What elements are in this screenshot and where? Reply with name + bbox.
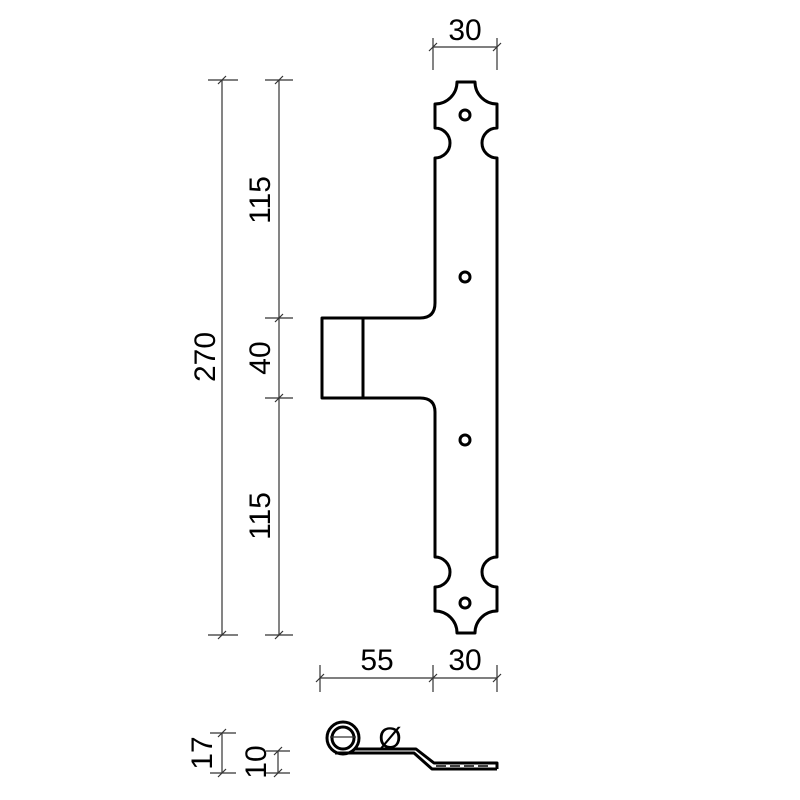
svg-text:40: 40 (244, 341, 277, 374)
dim-side-heights: 17 10 (186, 728, 290, 779)
svg-text:30: 30 (448, 644, 481, 677)
svg-text:10: 10 (240, 745, 273, 778)
svg-text:Ø: Ø (378, 722, 401, 755)
dim-total-height: 270 (189, 75, 238, 640)
dim-segments: 115 40 115 (244, 75, 293, 640)
svg-text:30: 30 (448, 14, 481, 47)
screw-hole (458, 108, 472, 122)
dim-top-width: 30 (428, 14, 502, 70)
hinge-plate-outline (320, 80, 499, 635)
screw-hole (458, 596, 472, 610)
svg-text:55: 55 (360, 644, 393, 677)
side-view: Ø (325, 720, 499, 771)
svg-text:17: 17 (186, 736, 219, 769)
svg-text:115: 115 (244, 492, 277, 540)
svg-text:115: 115 (244, 176, 277, 224)
screw-hole (458, 433, 472, 447)
screw-hole (458, 270, 472, 284)
dim-bottom-widths: 55 30 (315, 644, 502, 692)
svg-text:270: 270 (189, 332, 222, 382)
